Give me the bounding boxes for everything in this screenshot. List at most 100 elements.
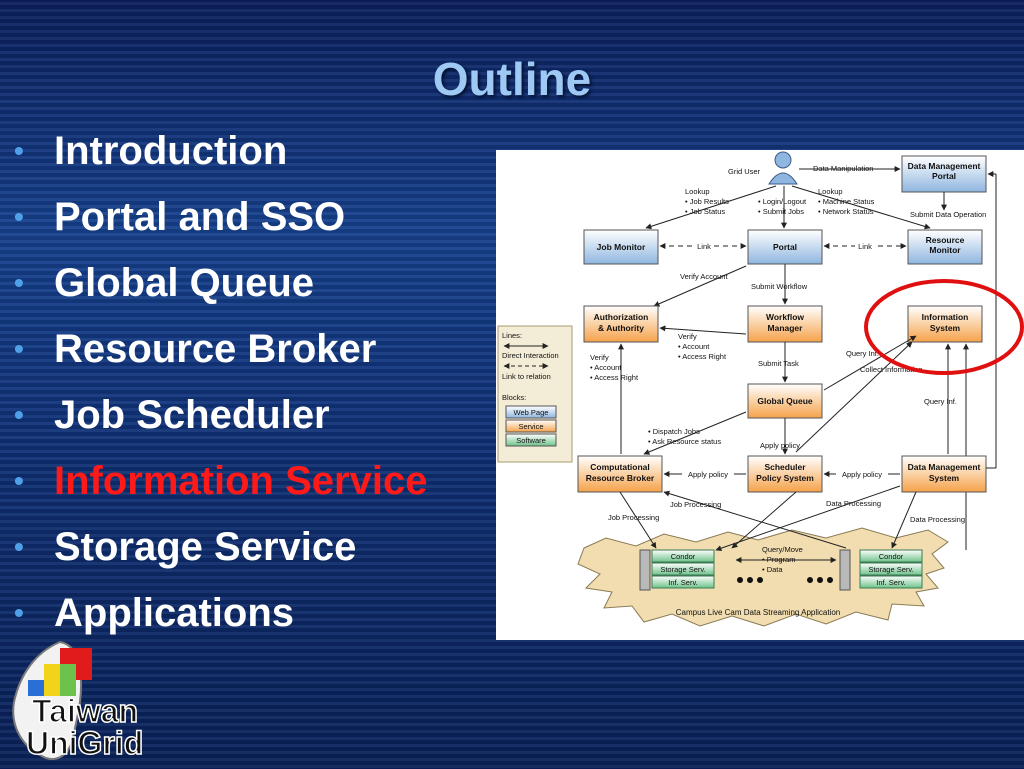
svg-text:• Network Status: • Network Status bbox=[818, 207, 874, 216]
campus-app-label: Campus Live Cam Data Streaming Applicati… bbox=[676, 608, 841, 617]
diagram-legend: Lines: Direct Interaction Link to relati… bbox=[497, 325, 573, 463]
outline-item-label: Resource Broker bbox=[54, 326, 377, 371]
outline-item: • Storage Service bbox=[14, 514, 427, 580]
svg-text:& Authority: & Authority bbox=[598, 323, 644, 333]
outline-item: •Global Queue bbox=[14, 250, 427, 316]
svg-text:Query Inf.: Query Inf. bbox=[924, 397, 957, 406]
svg-text:Verify: Verify bbox=[678, 332, 697, 341]
svg-text:Apply policy: Apply policy bbox=[688, 470, 728, 479]
svg-text:Inf. Serv.: Inf. Serv. bbox=[668, 578, 697, 587]
svg-text:Information: Information bbox=[922, 312, 969, 322]
svg-text:• Program: • Program bbox=[762, 555, 795, 564]
outline-item: •Applications bbox=[14, 580, 427, 646]
svg-text:Resource: Resource bbox=[926, 235, 965, 245]
svg-text:• Access Right: • Access Right bbox=[590, 373, 639, 382]
svg-text:Data Processing: Data Processing bbox=[826, 499, 881, 508]
svg-text:• Account: • Account bbox=[590, 363, 622, 372]
svg-text:• Job Status: • Job Status bbox=[685, 207, 725, 216]
bullet-icon: • bbox=[14, 135, 24, 166]
svg-text:• Ask Resource status: • Ask Resource status bbox=[648, 437, 721, 446]
dm-system-block: Data Management System bbox=[901, 455, 987, 493]
taiwan-unigrid-logo: Taiwan UniGrid bbox=[6, 636, 190, 764]
svg-text:Global Queue: Global Queue bbox=[757, 396, 813, 406]
bullet-icon: • bbox=[14, 465, 24, 496]
svg-text:Data Management: Data Management bbox=[908, 161, 981, 171]
svg-text:Direct Interaction: Direct Interaction bbox=[502, 351, 559, 360]
svg-text:Workflow: Workflow bbox=[766, 312, 804, 322]
highlight-circle bbox=[864, 279, 1024, 375]
outline-item: • Job Scheduler bbox=[14, 382, 427, 448]
svg-text:Storage Serv.: Storage Serv. bbox=[660, 565, 705, 574]
svg-text:Query Inf.: Query Inf. bbox=[846, 349, 879, 358]
svg-text:Software: Software bbox=[516, 436, 546, 445]
svg-text:• Dispatch Jobs: • Dispatch Jobs bbox=[648, 427, 700, 436]
architecture-diagram: Campus Live Cam Data Streaming Applicati… bbox=[496, 150, 1024, 640]
svg-text:Submit Data Operation: Submit Data Operation bbox=[910, 210, 986, 219]
grid-user-label: Grid User bbox=[728, 167, 761, 176]
svg-text:Storage Serv.: Storage Serv. bbox=[868, 565, 913, 574]
svg-text:Job Monitor: Job Monitor bbox=[597, 242, 646, 252]
svg-text:Computational: Computational bbox=[590, 462, 650, 472]
svg-text:Verify: Verify bbox=[590, 353, 609, 362]
site-services-left: Condor Storage Serv. Inf. Serv. bbox=[639, 549, 715, 591]
svg-text:Web Page: Web Page bbox=[514, 408, 549, 417]
svg-text:Query/Move: Query/Move bbox=[762, 545, 803, 554]
svg-text:• Machine Status: • Machine Status bbox=[818, 197, 875, 206]
svg-text:Link to relation: Link to relation bbox=[502, 372, 551, 381]
svg-text:Blocks:: Blocks: bbox=[502, 393, 526, 402]
svg-text:Link: Link bbox=[858, 242, 872, 251]
logo-line-1: Taiwan bbox=[32, 693, 138, 729]
outline-item-label: Storage Service bbox=[54, 524, 357, 569]
outline-item-label: Portal and SSO bbox=[54, 194, 346, 239]
bullet-icon: • bbox=[14, 399, 24, 430]
svg-text:• Login/Logout: • Login/Logout bbox=[758, 197, 807, 206]
outline-item: • Portal and SSO bbox=[14, 184, 427, 250]
slide-title: Outline bbox=[432, 53, 592, 105]
job-monitor-block: Job Monitor bbox=[583, 229, 659, 265]
svg-text:Job Processing: Job Processing bbox=[608, 513, 659, 522]
svg-text:System: System bbox=[930, 323, 961, 333]
svg-text:• Account: • Account bbox=[678, 342, 710, 351]
svg-text:Portal: Portal bbox=[932, 171, 956, 181]
svg-text:• Access Right: • Access Right bbox=[678, 352, 727, 361]
svg-text:Resource Broker: Resource Broker bbox=[586, 473, 655, 483]
svg-text:• Submit Jobs: • Submit Jobs bbox=[758, 207, 804, 216]
crb-block: Computational Resource Broker bbox=[577, 455, 663, 493]
bullet-icon: • bbox=[14, 333, 24, 364]
outline-item: •Introduction bbox=[14, 118, 427, 184]
logo-line-2: UniGrid bbox=[26, 725, 143, 761]
outline-list: •Introduction • Portal and SSO •Global Qu… bbox=[14, 118, 427, 646]
workflow-manager-block: Workflow Manager bbox=[747, 305, 823, 343]
svg-text:Manager: Manager bbox=[768, 323, 804, 333]
svg-text:Portal: Portal bbox=[773, 242, 797, 252]
bullet-icon: • bbox=[14, 531, 24, 562]
svg-text:Lines:: Lines: bbox=[502, 331, 522, 340]
portal-block: Portal bbox=[747, 229, 823, 265]
outline-item-label: Job Scheduler bbox=[54, 392, 330, 437]
svg-text:Link: Link bbox=[697, 242, 711, 251]
svg-text:Lookup: Lookup bbox=[818, 187, 843, 196]
svg-text:Collect Information: Collect Information bbox=[860, 365, 923, 374]
svg-text:Policy System: Policy System bbox=[756, 473, 814, 483]
svg-text:Apply policy: Apply policy bbox=[842, 470, 882, 479]
dm-portal-block: Data Management Portal bbox=[901, 155, 987, 193]
information-system-block: Information System bbox=[907, 305, 983, 343]
bullet-icon: • bbox=[14, 201, 24, 232]
svg-text:Condor: Condor bbox=[879, 552, 904, 561]
svg-text:Authorization: Authorization bbox=[594, 312, 649, 322]
svg-text:Submit Task: Submit Task bbox=[758, 359, 799, 368]
svg-text:Lookup: Lookup bbox=[685, 187, 710, 196]
scheduler-block: Scheduler Policy System bbox=[747, 455, 823, 493]
svg-text:Verify Account: Verify Account bbox=[680, 272, 728, 281]
resource-monitor-block: Resource Monitor bbox=[907, 229, 983, 265]
svg-text:Data Processing: Data Processing bbox=[910, 515, 965, 524]
ellipsis-dots bbox=[737, 577, 833, 583]
svg-text:System: System bbox=[929, 473, 960, 483]
svg-text:Monitor: Monitor bbox=[929, 245, 961, 255]
grid-user-icon bbox=[768, 151, 798, 185]
svg-text:Service: Service bbox=[518, 422, 543, 431]
outline-item-label: Applications bbox=[54, 590, 295, 635]
svg-text:• Job Results: • Job Results bbox=[685, 197, 729, 206]
svg-text:Apply policy: Apply policy bbox=[760, 441, 800, 450]
outline-item: • Resource Broker bbox=[14, 316, 427, 382]
